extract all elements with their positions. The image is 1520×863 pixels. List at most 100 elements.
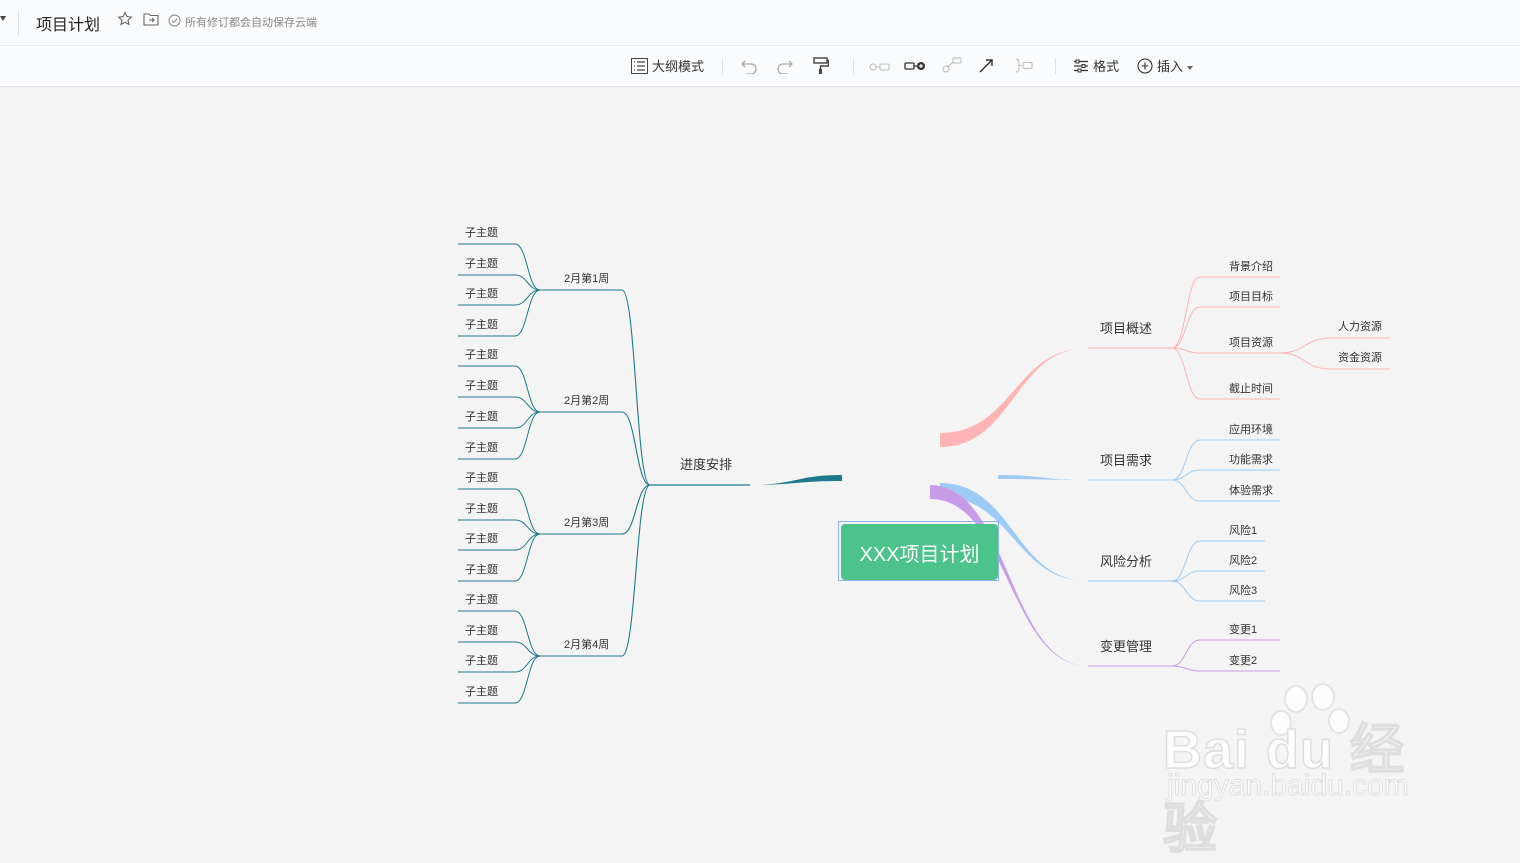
child-topic[interactable]: 体验需求: [1229, 483, 1273, 497]
outline-mode-label: 大纲模式: [652, 59, 705, 74]
branch-to-child-link: [1171, 639, 1201, 667]
branch-to-child-link: [1171, 347, 1201, 354]
week-to-subtopic-link: [514, 519, 541, 535]
insert-button[interactable]: 插入: [1137, 56, 1194, 75]
week-topic-3[interactable]: 2月第3周: [564, 515, 609, 529]
week-topic-4[interactable]: 2月第4周: [564, 637, 609, 651]
branch-topic-3[interactable]: 风险分析: [1100, 554, 1152, 569]
resource-subtopic[interactable]: 资金资源: [1338, 350, 1382, 364]
resource-subtopic[interactable]: 人力资源: [1338, 319, 1382, 333]
child-topic[interactable]: 截止时间: [1229, 381, 1273, 395]
divider: [722, 58, 723, 74]
branch-to-child-link: [1171, 439, 1201, 481]
dropdown-caret-icon: [1187, 58, 1194, 73]
week-to-subtopic-link: [514, 411, 541, 429]
insert-label: 插入: [1157, 59, 1184, 74]
subtopic[interactable]: 子主题: [465, 441, 498, 454]
child-topic[interactable]: 变更1: [1229, 622, 1257, 636]
add-child-icon[interactable]: [904, 59, 926, 78]
child-topic[interactable]: 风险3: [1229, 583, 1257, 597]
root-selection-outline: [838, 521, 999, 581]
format-painter-icon[interactable]: [813, 57, 830, 80]
subtopic[interactable]: 子主题: [465, 563, 498, 576]
root-to-schedule-link: [750, 475, 842, 485]
week-topic-2[interactable]: 2月第2周: [564, 393, 609, 407]
schedule-to-week-link: [621, 484, 651, 657]
subtopic[interactable]: 子主题: [465, 226, 498, 239]
branch-to-child-link: [1171, 540, 1201, 582]
branch-topic-2[interactable]: 项目需求: [1100, 453, 1152, 468]
child-topic[interactable]: 背景介绍: [1229, 259, 1273, 273]
child-topic[interactable]: 项目资源: [1229, 335, 1273, 349]
subtopic[interactable]: 子主题: [465, 379, 498, 392]
baidu-watermark: Bai du 经验 jingyan.baidu.com: [1162, 677, 1443, 860]
subtopic[interactable]: 子主题: [465, 502, 498, 515]
save-status: 所有修订都会自动保存云端: [185, 17, 317, 29]
child-topic[interactable]: 风险1: [1229, 523, 1257, 537]
outline-mode-button[interactable]: 大纲模式: [631, 56, 704, 75]
branch-to-child-link: [1171, 570, 1201, 582]
schedule-to-week-link: [621, 411, 651, 486]
divider: [18, 10, 19, 36]
subtopic[interactable]: 子主题: [465, 654, 498, 667]
summary-icon[interactable]: [1014, 57, 1034, 79]
week-topic-1[interactable]: 2月第1周: [564, 271, 609, 285]
week-to-subtopic-link: [514, 411, 541, 460]
relation-line-icon[interactable]: [978, 57, 995, 79]
child-topic[interactable]: 应用环境: [1229, 422, 1273, 436]
child-topic[interactable]: 风险2: [1229, 553, 1257, 567]
subtopic[interactable]: 子主题: [465, 624, 498, 637]
branch-topic-4[interactable]: 变更管理: [1100, 639, 1152, 654]
root-topic[interactable]: XXX项目计划: [841, 524, 998, 580]
branch-to-child-link: [1171, 580, 1201, 602]
format-button[interactable]: 格式: [1073, 56, 1119, 75]
branch-to-child-link: [1171, 665, 1201, 672]
subtopic[interactable]: 子主题: [465, 348, 498, 361]
subtopic[interactable]: 子主题: [465, 410, 498, 423]
week-to-subtopic-link: [514, 365, 541, 413]
root-to-branch-link-1: [940, 348, 1088, 447]
resource-to-sub-link: [1279, 337, 1331, 354]
watermark-url: jingyan.baidu.com: [1167, 769, 1410, 803]
schedule-to-week-link: [621, 289, 651, 486]
redo-icon[interactable]: [776, 58, 794, 79]
child-topic[interactable]: 项目目标: [1229, 289, 1273, 303]
schedule-to-week-link: [621, 484, 651, 535]
child-topic[interactable]: 功能需求: [1229, 452, 1273, 466]
week-to-subtopic-link: [514, 641, 541, 657]
root-to-branch-link-2: [998, 475, 1088, 480]
branch-schedule[interactable]: 进度安排: [680, 457, 732, 472]
mindmap-svg: 进度安排2月第1周子主题子主题子主题子主题2月第2周子主题子主题子主题子主题2月…: [458, 226, 1390, 704]
star-icon[interactable]: [117, 11, 133, 32]
subtopic[interactable]: 子主题: [465, 471, 498, 484]
move-folder-icon[interactable]: [143, 12, 159, 31]
subtopic[interactable]: 子主题: [465, 318, 498, 331]
root-to-branch-link-4: [930, 485, 1088, 666]
week-to-subtopic-link: [514, 243, 541, 291]
subtopic[interactable]: 子主题: [465, 257, 498, 270]
back-caret-icon[interactable]: [0, 16, 6, 21]
branch-to-child-link: [1171, 276, 1201, 349]
week-to-subtopic-link: [514, 274, 541, 291]
child-topic[interactable]: 变更2: [1229, 653, 1257, 667]
branch-to-child-link: [1171, 469, 1201, 481]
subtopic[interactable]: 子主题: [465, 287, 498, 300]
add-parent-icon[interactable]: [942, 56, 962, 79]
saved-check-icon: [168, 14, 181, 32]
undo-icon[interactable]: [740, 58, 758, 79]
title-bar: 项目计划 所有修订都会自动保存云端: [0, 0, 1520, 46]
subtopic[interactable]: 子主题: [465, 593, 498, 606]
week-to-subtopic-link: [514, 488, 541, 535]
week-to-subtopic-link: [514, 533, 541, 551]
branch-topic-1[interactable]: 项目概述: [1100, 321, 1152, 336]
add-sibling-icon[interactable]: [869, 60, 890, 78]
subtopic[interactable]: 子主题: [465, 685, 498, 698]
toolbar: 大纲模式 格式 插入: [0, 46, 1520, 87]
week-to-subtopic-link: [514, 610, 541, 657]
week-to-subtopic-link: [514, 289, 541, 337]
document-title[interactable]: 项目计划: [36, 17, 101, 34]
week-to-subtopic-link: [514, 655, 541, 673]
subtopic[interactable]: 子主题: [465, 532, 498, 545]
root-to-branch-link-3: [940, 483, 1088, 581]
